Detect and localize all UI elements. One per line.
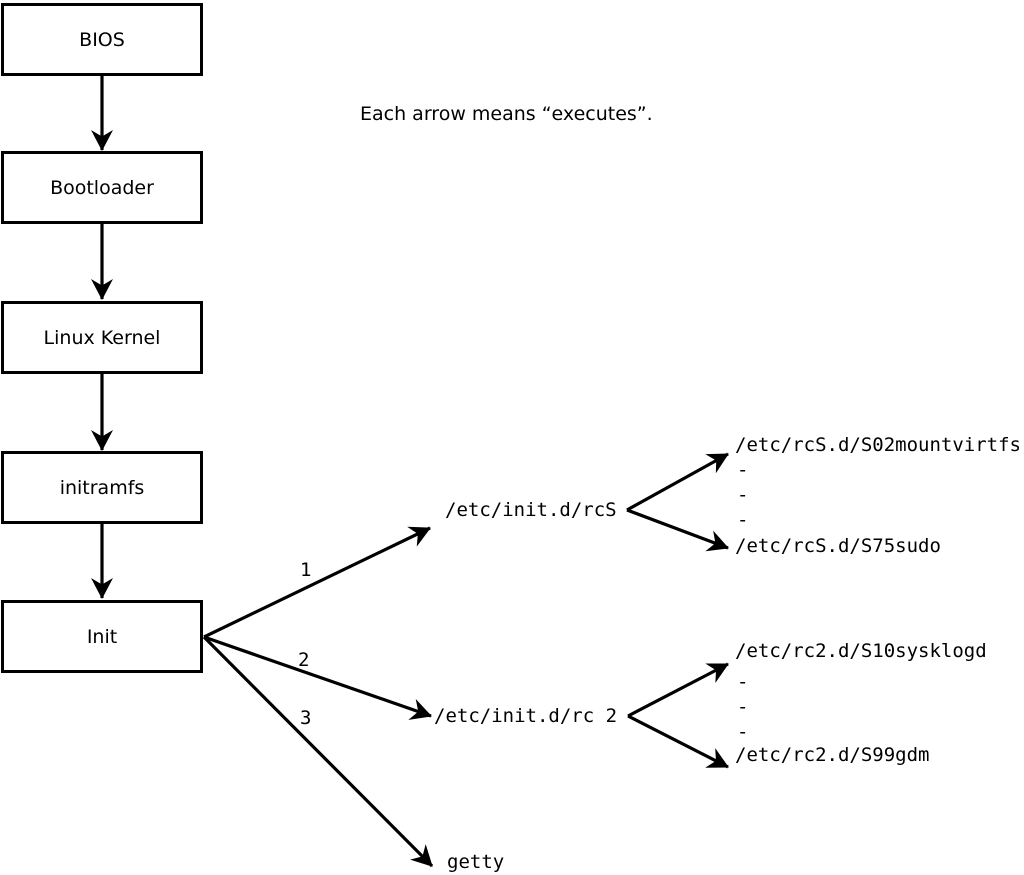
arrow-rcs-to-s75sudo (626, 508, 729, 552)
rcs-ellipsis-dash-2: - (737, 484, 749, 506)
arrow-init-to-getty (202, 635, 434, 868)
branch-number-2: 2 (298, 649, 310, 671)
box-bootloader: Bootloader (1, 151, 203, 224)
box-bootloader-label: Bootloader (50, 176, 154, 199)
label-rcs-last-script: /etc/rcS.d/S75sudo (735, 535, 941, 557)
arrow-rc2-to-s10sysklogd (627, 662, 729, 718)
arrow-rcs-to-s02mountvirtfs (626, 452, 729, 512)
label-rcs-first-script: /etc/rcS.d/S02mountvirtfs (735, 434, 1021, 456)
box-init-label: Init (86, 625, 118, 648)
rcs-ellipsis-dash-3: - (737, 509, 749, 531)
rc2-ellipsis-dash-2: - (737, 696, 749, 718)
label-etc-init-d-rc2: /etc/init.d/rc 2 (434, 705, 618, 727)
box-bios: BIOS (1, 3, 203, 76)
rc2-ellipsis-dash-1: - (737, 671, 749, 693)
box-linux-kernel: Linux Kernel (1, 301, 203, 374)
branch-number-3: 3 (300, 707, 312, 729)
rc2-ellipsis-dash-3: - (737, 721, 749, 743)
arrow-init-to-rc2 (203, 635, 432, 720)
box-linux-kernel-label: Linux Kernel (43, 326, 161, 349)
label-getty: getty (447, 851, 505, 873)
box-bios-label: BIOS (79, 28, 125, 51)
legend-note: Each arrow means “executes”. (360, 103, 653, 125)
rcs-ellipsis-dash-1: - (737, 459, 749, 481)
arrow-rc2-to-s99gdm (627, 714, 729, 769)
branch-number-1: 1 (300, 559, 312, 581)
box-init: Init (1, 600, 203, 673)
label-rc2-first-script: /etc/rc2.d/S10sysklogd (735, 640, 987, 662)
box-initramfs-label: initramfs (59, 476, 145, 499)
box-initramfs: initramfs (1, 451, 203, 524)
arrow-init-to-rcs (203, 526, 431, 639)
label-etc-init-d-rcs: /etc/init.d/rcS (445, 499, 617, 521)
label-rc2-last-script: /etc/rc2.d/S99gdm (735, 744, 930, 766)
